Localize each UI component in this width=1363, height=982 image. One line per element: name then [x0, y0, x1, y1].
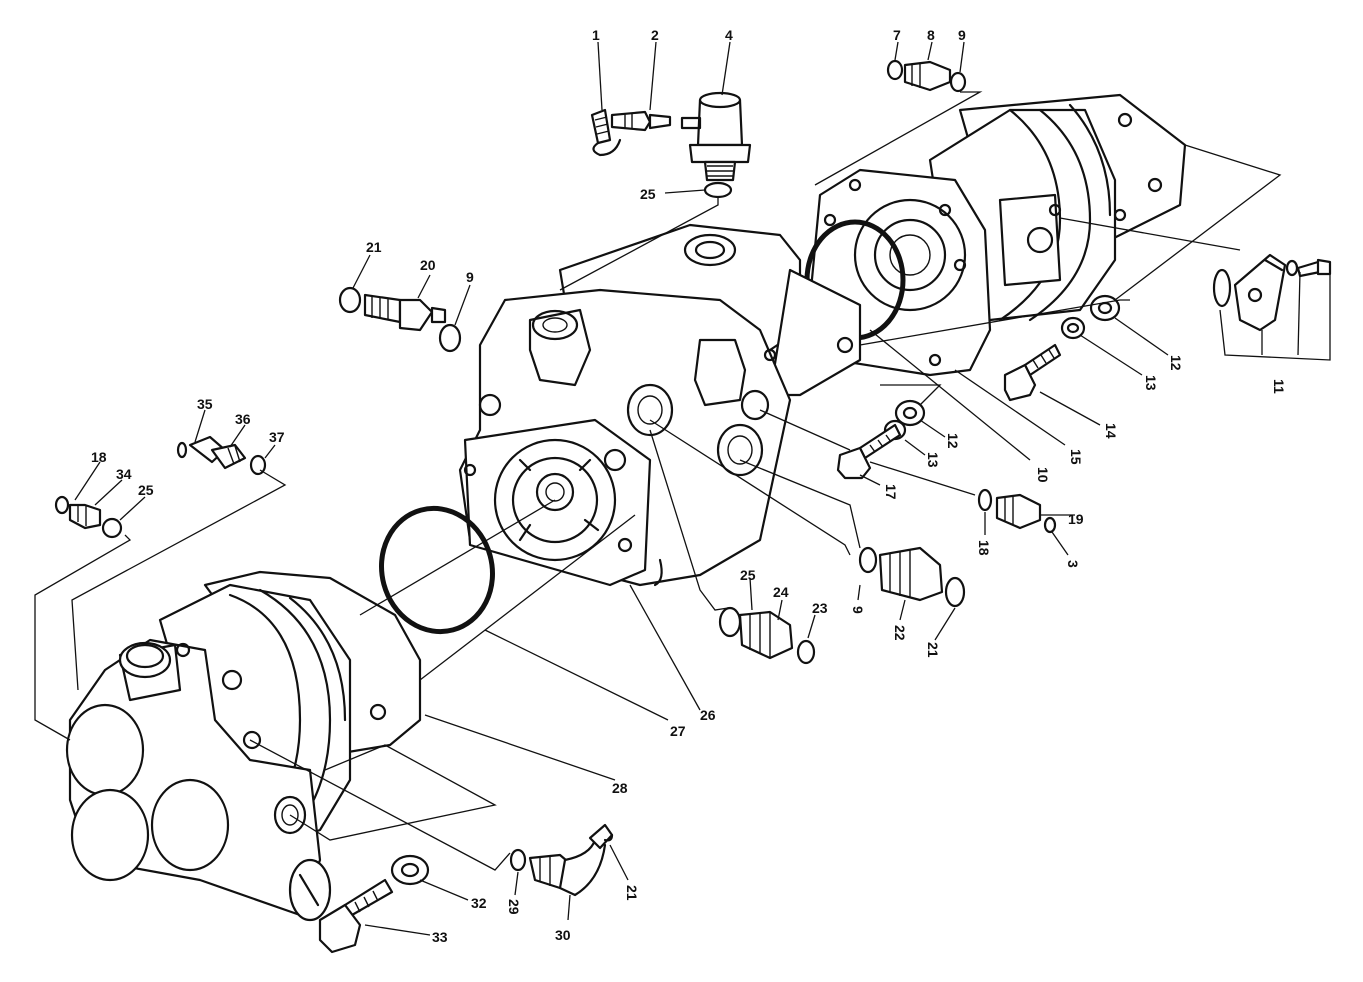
callout-18: 18	[976, 540, 992, 556]
callout-17: 17	[883, 484, 899, 500]
callout-1: 1	[592, 27, 600, 43]
parts-18-34-25-left	[54, 495, 123, 539]
callout-21: 21	[624, 885, 640, 901]
callout-22: 22	[892, 625, 908, 641]
parts-9-22-21-center	[858, 546, 966, 608]
callout-26: 26	[700, 707, 716, 723]
callout-28: 28	[612, 780, 628, 796]
callout-7: 7	[893, 27, 901, 43]
callout-23: 23	[812, 600, 828, 616]
callout-labels: 1 2 4 25 7 8 9 21 20 9 11 12 13 14 15 10…	[91, 27, 1287, 945]
parts-35-36-37	[176, 435, 267, 476]
part-2-fitting	[610, 110, 672, 132]
part-1-plug	[590, 108, 622, 157]
parts-7-8-9	[886, 59, 967, 93]
parts-21-20-9-left	[338, 286, 462, 353]
callout-20: 20	[420, 257, 436, 273]
center-pump-body	[458, 223, 862, 587]
callout-18: 18	[91, 449, 107, 465]
callout-10: 10	[1035, 467, 1051, 483]
callout-4: 4	[725, 27, 733, 43]
callout-13: 13	[1143, 375, 1159, 391]
callout-9: 9	[958, 27, 966, 43]
parts-32-33	[318, 854, 430, 954]
callout-33: 33	[432, 929, 448, 945]
callout-3: 3	[1065, 560, 1081, 568]
callout-30: 30	[555, 927, 571, 943]
callout-29: 29	[506, 899, 522, 915]
callout-35: 35	[197, 396, 213, 412]
callout-13: 13	[925, 452, 941, 468]
front-pump-section	[65, 570, 422, 922]
callout-37: 37	[269, 429, 285, 445]
rear-pump-section	[808, 93, 1187, 377]
parts-29-30-21	[509, 823, 614, 897]
callout-9: 9	[850, 606, 866, 614]
callout-19: 19	[1068, 511, 1084, 527]
callout-11: 11	[1271, 379, 1287, 394]
callout-2: 2	[651, 27, 659, 43]
callout-12: 12	[945, 433, 961, 449]
callout-12: 12	[1168, 355, 1184, 371]
callout-25: 25	[740, 567, 756, 583]
parts-12-13-17	[836, 399, 926, 480]
parts-18-19-3	[977, 488, 1057, 534]
callout-32: 32	[471, 895, 487, 911]
o-ring-25-top	[703, 181, 733, 199]
leader-lines	[34, 41, 1331, 936]
callout-8: 8	[927, 27, 935, 43]
callout-21: 21	[366, 239, 382, 255]
callout-15: 15	[1068, 449, 1084, 465]
part-4-valve	[680, 91, 752, 182]
callout-27: 27	[670, 723, 686, 739]
callout-25: 25	[640, 186, 656, 202]
callout-14: 14	[1103, 423, 1119, 439]
callout-25: 25	[138, 482, 154, 498]
parts-25-24-23	[718, 606, 816, 665]
part-11-flange	[1212, 253, 1332, 332]
callout-34: 34	[116, 466, 132, 482]
callout-9: 9	[466, 269, 474, 285]
parts-12-13-14	[1003, 294, 1121, 402]
callout-21: 21	[925, 642, 941, 658]
callout-36: 36	[235, 411, 251, 427]
o-ring-27	[379, 505, 495, 635]
callout-24: 24	[773, 584, 789, 600]
